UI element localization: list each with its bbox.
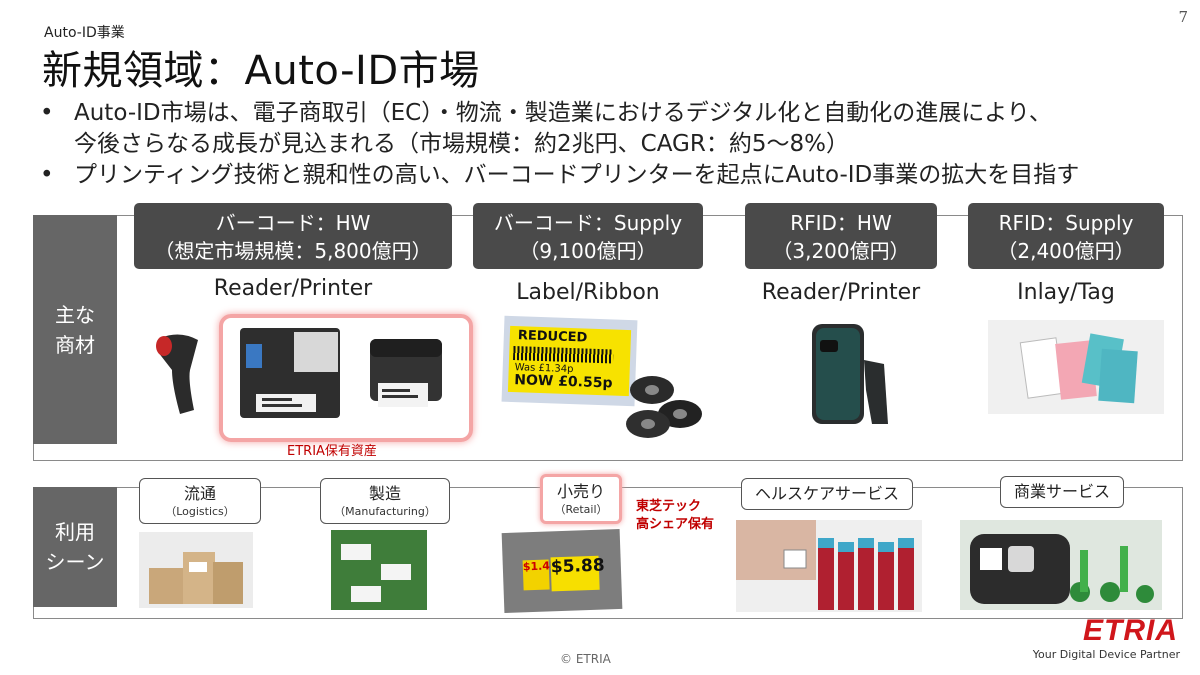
scene-name: 流通 <box>183 484 216 503</box>
healthcare-image <box>736 520 922 612</box>
scene-en: （Manufacturing） <box>334 505 436 518</box>
retail-image: $1.47 $5.88 <box>501 528 623 614</box>
copyright: © ETRIA <box>560 652 611 666</box>
category-title: バーコード：Supply <box>493 211 683 235</box>
category-barcode-supply: バーコード：Supply （9,100億円） <box>473 203 703 269</box>
scene-en: （Logistics） <box>165 505 235 518</box>
item-name: Label/Ribbon <box>516 280 660 305</box>
category-title: バーコード：HW <box>215 211 371 235</box>
page-number: 7 <box>1178 8 1188 26</box>
bullet-line: プリンティング技術と親和性の高い、バーコードプリンターを起点にAuto-ID事業… <box>74 162 1080 188</box>
barcode-label-image: REDUCED Was £1.34p NOW £0.55p <box>501 315 638 407</box>
category-market: （3,200億円） <box>772 239 910 263</box>
desktop-printer-icon <box>370 339 442 407</box>
section-label: Auto-ID事業 <box>44 25 125 41</box>
label-text: REDUCED <box>517 328 588 346</box>
item-name: Reader/Printer <box>761 280 921 305</box>
scene-name: 商業サービス <box>1013 482 1110 501</box>
commercial-image <box>960 520 1162 610</box>
scene-manufacturing: 製造 （Manufacturing） <box>320 478 450 524</box>
bullet-list: • Auto-ID市場は、電子商取引（EC）・物流・製造業におけるデジタル化と自… <box>40 98 1170 191</box>
toshiba-note: 東芝テック 高シェア保有 <box>636 499 715 532</box>
rfid-reader-icon <box>812 324 888 424</box>
retail-price-tag: $1.47 <box>522 559 558 591</box>
scene-retail: 小売り （Retail） <box>540 474 622 524</box>
now-price: NOW £0.55p <box>514 372 613 392</box>
scenes-side-label: 利用 シーン <box>33 487 117 607</box>
category-title: RFID：HW <box>790 211 892 235</box>
scene-logistics: 流通 （Logistics） <box>139 478 261 524</box>
rfid-tag-image <box>988 320 1164 414</box>
barcode-icon <box>512 346 614 364</box>
scene-healthcare: ヘルスケアサービス <box>741 478 913 510</box>
manufacturing-image <box>331 530 427 610</box>
ribbon-roll-icon <box>626 376 702 438</box>
item-name: Inlay/Tag <box>1017 280 1115 305</box>
category-market: （2,400億円） <box>997 239 1135 263</box>
scene-name: 小売り <box>556 482 605 501</box>
retail-price-tag: $5.88 <box>550 556 605 592</box>
handheld-scanner-icon <box>156 334 198 414</box>
scene-name: 製造 <box>368 484 401 503</box>
category-market: （想定市場規模：5,800億円） <box>154 239 432 263</box>
scene-en: （Retail） <box>554 503 608 516</box>
category-rfid-hw: RFID：HW （3,200億円） <box>745 203 937 269</box>
products-side-label: 主な 商材 <box>33 215 117 444</box>
etria-owned-note: ETRIA保有資産 <box>287 444 377 459</box>
logistics-image <box>139 532 253 608</box>
page-title: 新規領域：Auto-ID市場 <box>42 48 480 94</box>
industrial-printer-icon <box>240 328 340 418</box>
category-barcode-hw: バーコード：HW （想定市場規模：5,800億円） <box>134 203 452 269</box>
etria-logo: ETRIA <box>1083 614 1178 647</box>
rfid-tag-icon <box>1019 333 1138 404</box>
scene-name: ヘルスケアサービス <box>754 484 899 503</box>
scene-commercial: 商業サービス <box>1000 476 1124 508</box>
category-rfid-supply: RFID：Supply （2,400億円） <box>968 203 1164 269</box>
item-name: Reader/Printer <box>213 276 373 301</box>
etria-printer-highlight <box>219 314 473 442</box>
bullet-item: • Auto-ID市場は、電子商取引（EC）・物流・製造業におけるデジタル化と自… <box>40 98 1170 129</box>
category-title: RFID：Supply <box>998 211 1134 235</box>
bullet-line: 今後さらなる成長が見込まれる（市場規模：約2兆円、CAGR：約5～8%） <box>74 131 849 157</box>
bullet-item: • プリンティング技術と親和性の高い、バーコードプリンターを起点にAuto-ID… <box>40 160 1170 191</box>
tagline: Your Digital Device Partner <box>1032 648 1180 661</box>
category-market: （9,100億円） <box>519 239 657 263</box>
bullet-line: Auto-ID市場は、電子商取引（EC）・物流・製造業におけるデジタル化と自動化… <box>74 100 1052 126</box>
